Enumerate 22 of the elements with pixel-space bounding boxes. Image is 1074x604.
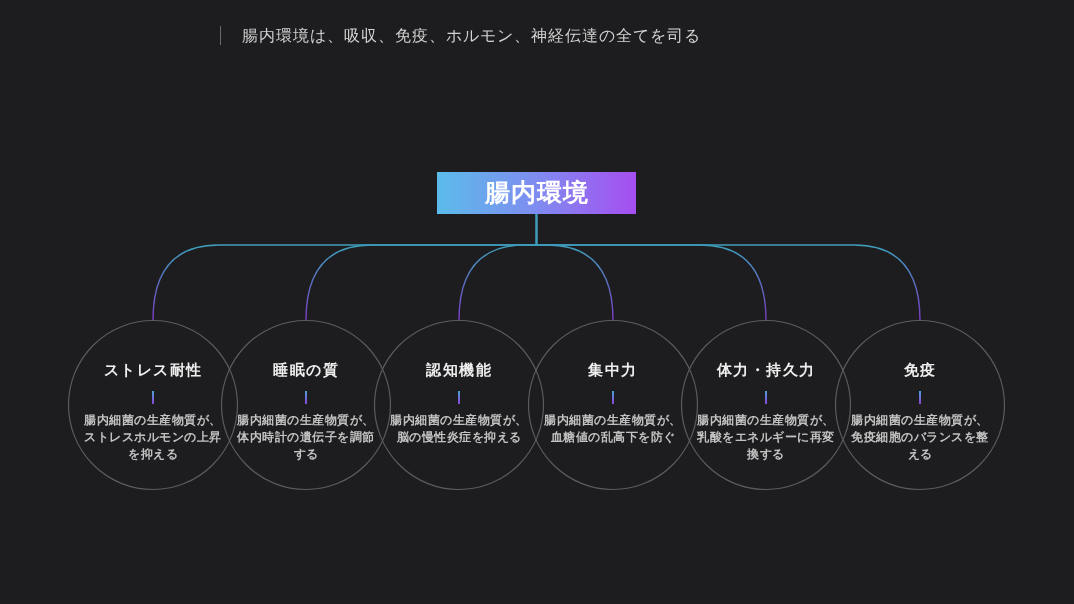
topic-description: 腸内細菌の生産物質が、血糖値の乱高下を防ぐ xyxy=(543,412,683,446)
topic-circle xyxy=(681,320,851,490)
topic-description: 腸内細菌の生産物質が、脳の慢性炎症を抑える xyxy=(389,412,529,446)
connector-line xyxy=(535,213,921,321)
page-title: 腸内環境は、吸収、免疫、ホルモン、神経伝達の全てを司る xyxy=(242,25,701,47)
topic-description: 腸内細菌の生産物質が、乳酸をエネルギーに再変換する xyxy=(696,412,836,463)
box-label: 腸内環境 xyxy=(484,178,589,208)
topic-heading: 体力・持久力 xyxy=(715,360,817,381)
topic-circle xyxy=(374,320,544,490)
topic-heading: 睡眠の質 xyxy=(272,360,340,381)
topic-heading: 免疫 xyxy=(902,360,938,381)
topic-circle xyxy=(528,320,698,490)
topic-description: 腸内細菌の生産物質が、ストレスホルモンの上昇を抑える xyxy=(83,412,223,463)
topic-description: 腸内細菌の生産物質が、免疫細胞のバランスを整える xyxy=(850,412,990,463)
topic-circle xyxy=(835,320,1005,490)
topic-description: 腸内細菌の生産物質が、体内時計の遺伝子を調節する xyxy=(236,412,376,463)
topic-circle xyxy=(221,320,391,490)
topic-heading: ストレス耐性 xyxy=(102,360,204,381)
topic-heading: 認知機能 xyxy=(425,360,493,381)
topic-heading: 集中力 xyxy=(587,360,639,381)
topic-circle xyxy=(68,320,238,490)
title-box xyxy=(437,172,636,214)
